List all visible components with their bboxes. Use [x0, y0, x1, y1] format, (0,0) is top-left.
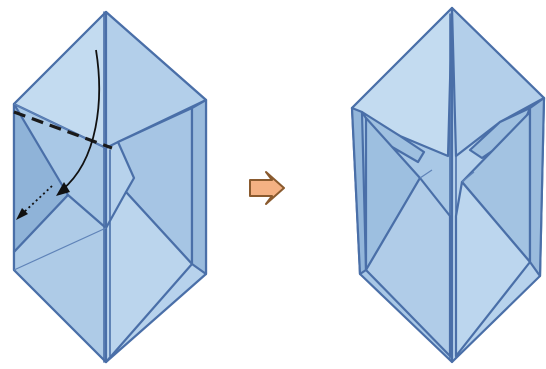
origami-model-before-fold [14, 12, 206, 362]
origami-model-after-fold [352, 8, 544, 362]
right-inner-shadow [192, 100, 206, 274]
right-arrow-icon [250, 172, 284, 204]
after-right-strip [530, 98, 544, 276]
